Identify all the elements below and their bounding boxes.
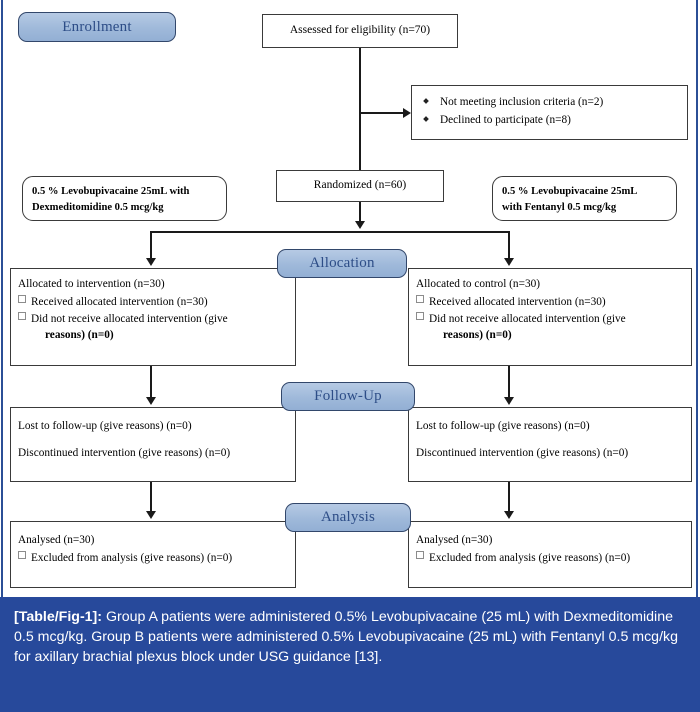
assessed-for-eligibility-text: Assessed for eligibility (n=70)	[289, 24, 431, 37]
list-item: Excluded from analysis (give reasons) (n…	[18, 550, 290, 566]
square-bullet-icon	[18, 312, 26, 321]
stage-badge-analysis: Analysis	[285, 503, 411, 532]
square-bullet-icon	[416, 551, 424, 560]
allocation-right-header: Allocated to control (n=30)	[416, 278, 541, 290]
group-a-drug-line2: Dexmeditomidine 0.5 mcg/kg	[32, 202, 164, 214]
figure-caption-tag: [Table/Fig-1]:	[14, 609, 103, 625]
list-item: Received allocated intervention (n=30)	[416, 294, 686, 310]
connector-split-bar	[150, 231, 510, 233]
analysis-left-list: Excluded from analysis (give reasons) (n…	[18, 550, 290, 566]
list-item: Declined to participate (n=8)	[418, 111, 681, 129]
followup-right-line1: Lost to follow-up (give reasons) (n=0)	[416, 420, 590, 432]
square-bullet-icon	[416, 312, 424, 321]
analysis-right-header: Analysed (n=30)	[416, 534, 493, 546]
group-b-drug-line1: 0.5 % Levobupivacaine 25mL	[502, 186, 638, 197]
randomized-box: Randomized (n=60)	[276, 170, 444, 202]
allocation-right-content: Allocated to control (n=30) Received all…	[416, 276, 686, 344]
arrow-alloc-left-down	[146, 397, 156, 405]
group-a-drug-box: 0.5 % Levobupivacaine 25mL with Dexmedit…	[22, 176, 227, 221]
connector-followup-right-to-analysis	[508, 482, 510, 514]
analysis-left-header: Analysed (n=30)	[18, 534, 95, 546]
stage-badge-enrollment: Enrollment	[18, 12, 176, 42]
arrow-alloc-right-down	[504, 397, 514, 405]
diamond-bullet-icon	[423, 98, 429, 104]
connector-split-right-arm	[508, 231, 510, 261]
group-b-drug-line2: with Fentanyl 0.5 mcg/kg	[502, 202, 617, 214]
group-a-drug-line1: 0.5 % Levobupivacaine 25mL with	[32, 186, 190, 197]
arrow-followup-right-down	[504, 511, 514, 519]
connector-assessed-to-randomized	[359, 48, 361, 170]
connector-randomized-down	[359, 202, 361, 224]
spacer	[18, 434, 290, 445]
square-bullet-icon	[416, 295, 424, 304]
allocation-left-box	[10, 268, 296, 366]
followup-right-line2: Discontinued intervention (give reasons)…	[416, 447, 629, 460]
connector-branch-to-excluded	[359, 112, 405, 114]
arrow-to-excluded	[403, 108, 411, 118]
assessed-for-eligibility-box: Assessed for eligibility (n=70)	[262, 14, 458, 48]
allocation-left-content: Allocated to intervention (n=30) Receive…	[18, 276, 290, 344]
allocation-left-header: Allocated to intervention (n=30)	[18, 278, 165, 290]
followup-left-line2: Discontinued intervention (give reasons)…	[18, 447, 231, 460]
square-bullet-icon	[18, 551, 26, 560]
analysis-left-box	[10, 521, 296, 588]
list-item: Received allocated intervention (n=30)	[18, 294, 290, 310]
randomized-text: Randomized (n=60)	[313, 179, 407, 192]
connector-alloc-right-to-followup	[508, 366, 510, 400]
arrow-split-right	[504, 258, 514, 266]
followup-left-line1: Lost to follow-up (give reasons) (n=0)	[18, 420, 192, 432]
stage-badge-allocation: Allocation	[277, 249, 407, 278]
allocation-right-box	[408, 268, 692, 366]
followup-left-box	[10, 407, 296, 482]
analysis-right-box	[408, 521, 692, 588]
arrow-randomized-down	[355, 221, 365, 229]
followup-right-content: Lost to follow-up (give reasons) (n=0) D…	[416, 418, 686, 461]
diamond-bullet-icon	[423, 116, 429, 122]
analysis-right-list: Excluded from analysis (give reasons) (n…	[416, 550, 686, 566]
list-item: Excluded from analysis (give reasons) (n…	[416, 550, 686, 566]
allocation-left-list: Received allocated intervention (n=30) D…	[18, 294, 290, 343]
list-item: Did not receive allocated intervention (…	[18, 311, 290, 343]
stage-badge-followup: Follow-Up	[281, 382, 415, 411]
list-item: Not meeting inclusion criteria (n=2)	[418, 93, 681, 111]
analysis-right-content: Analysed (n=30) Excluded from analysis (…	[416, 532, 686, 567]
followup-right-box	[408, 407, 692, 482]
connector-followup-left-to-analysis	[150, 482, 152, 514]
spacer	[416, 434, 686, 445]
followup-left-content: Lost to follow-up (give reasons) (n=0) D…	[18, 418, 290, 461]
connector-split-left-arm	[150, 231, 152, 261]
connector-alloc-left-to-followup	[150, 366, 152, 400]
allocation-right-list: Received allocated intervention (n=30) D…	[416, 294, 686, 343]
excluded-list: Not meeting inclusion criteria (n=2) Dec…	[418, 93, 681, 129]
group-b-drug-box: 0.5 % Levobupivacaine 25mL with Fentanyl…	[492, 176, 677, 221]
arrow-split-left	[146, 258, 156, 266]
square-bullet-icon	[18, 295, 26, 304]
figure-caption: [Table/Fig-1]: Group A patients were adm…	[0, 597, 700, 712]
analysis-left-content: Analysed (n=30) Excluded from analysis (…	[18, 532, 290, 567]
excluded-box: Not meeting inclusion criteria (n=2) Dec…	[411, 85, 688, 140]
list-item: Did not receive allocated intervention (…	[416, 311, 686, 343]
arrow-followup-left-down	[146, 511, 156, 519]
figure-caption-text: Group A patients were administered 0.5% …	[14, 609, 678, 666]
